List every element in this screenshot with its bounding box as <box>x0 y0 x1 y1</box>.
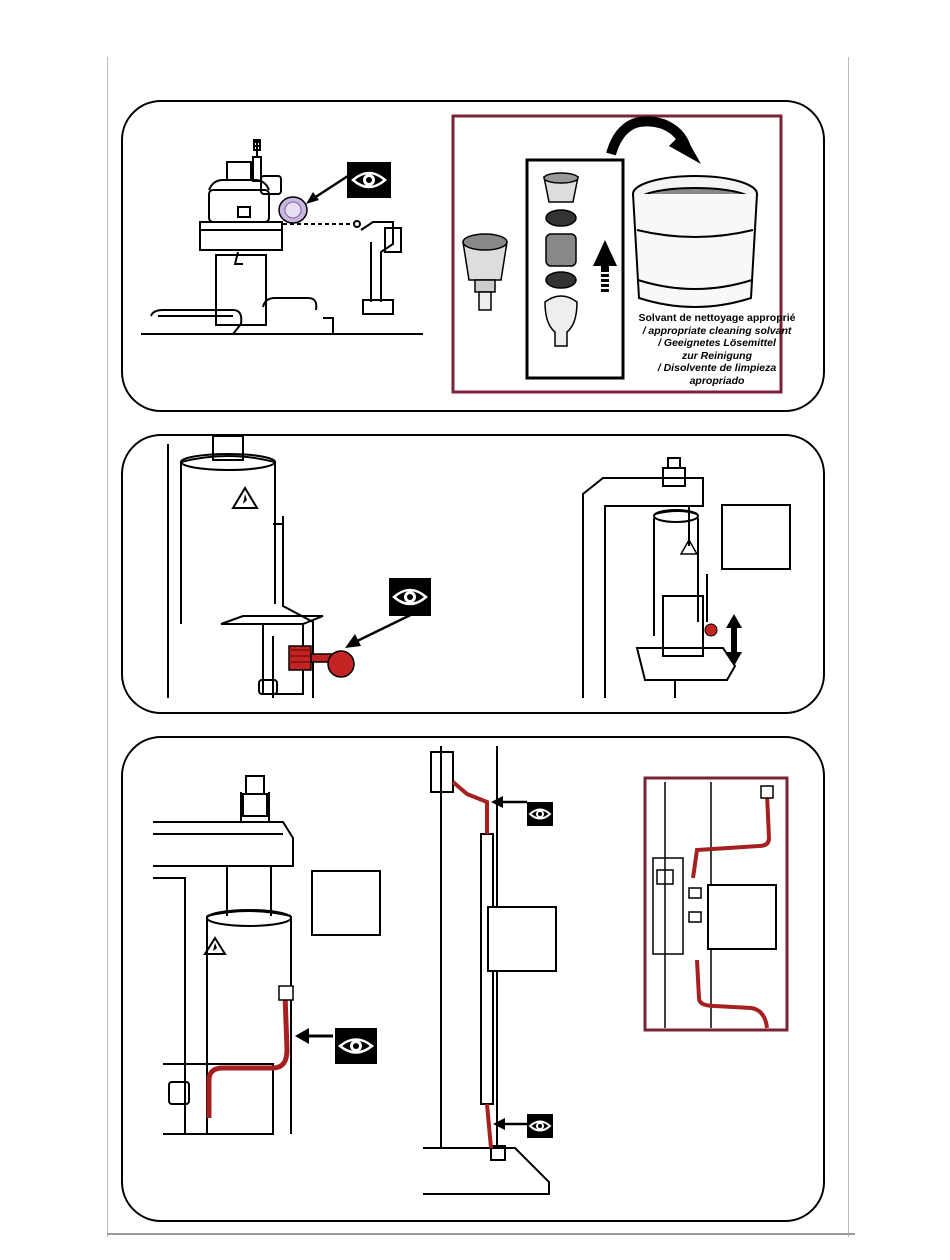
pointer-arrow <box>311 174 351 200</box>
eye-icon <box>347 162 391 198</box>
red-valve-knob <box>289 646 354 677</box>
solvent-bucket <box>633 176 757 307</box>
eye-icon <box>335 1028 377 1064</box>
solvent-caption-line5: / Disolvente de limpieza <box>615 362 819 375</box>
callout-box <box>311 870 381 936</box>
filter-parts-stack <box>544 173 578 346</box>
page-bottom-rule <box>107 1233 855 1235</box>
callout-box <box>487 906 557 972</box>
panel-filter-cleaning: Solvant de nettoyage approprié / appropr… <box>121 100 825 412</box>
callout-box <box>707 884 777 950</box>
double-arrow-icon <box>726 614 742 666</box>
eye-icon <box>527 802 553 826</box>
solvent-caption: Solvant de nettoyage approprié / appropr… <box>615 312 819 387</box>
solvent-caption-line3: / Geeignetes Lösemittel <box>615 337 819 350</box>
panel-cylinder-valve <box>121 434 825 714</box>
solvent-caption-line1: Solvant de nettoyage approprié <box>615 312 819 325</box>
hose-check-illustration <box>123 738 823 1220</box>
solvent-caption-line6: apropriado <box>615 375 819 388</box>
cylinder-valve-illustration <box>123 436 823 712</box>
right-cylinder-assembly <box>583 458 735 698</box>
callout-box <box>721 504 791 570</box>
eye-icon <box>527 1114 553 1138</box>
warning-triangle-icon <box>233 488 257 508</box>
panel-hose-check <box>121 736 825 1222</box>
solvent-caption-line4: zur Reinigung <box>615 350 819 363</box>
eye-icon <box>389 578 431 616</box>
hose-top-segment <box>453 782 487 834</box>
solvent-caption-line2: / appropriate cleaning solvant <box>615 325 819 338</box>
hose-bottom-segment <box>487 1104 491 1148</box>
hydraulic-hose-left <box>209 994 287 1118</box>
